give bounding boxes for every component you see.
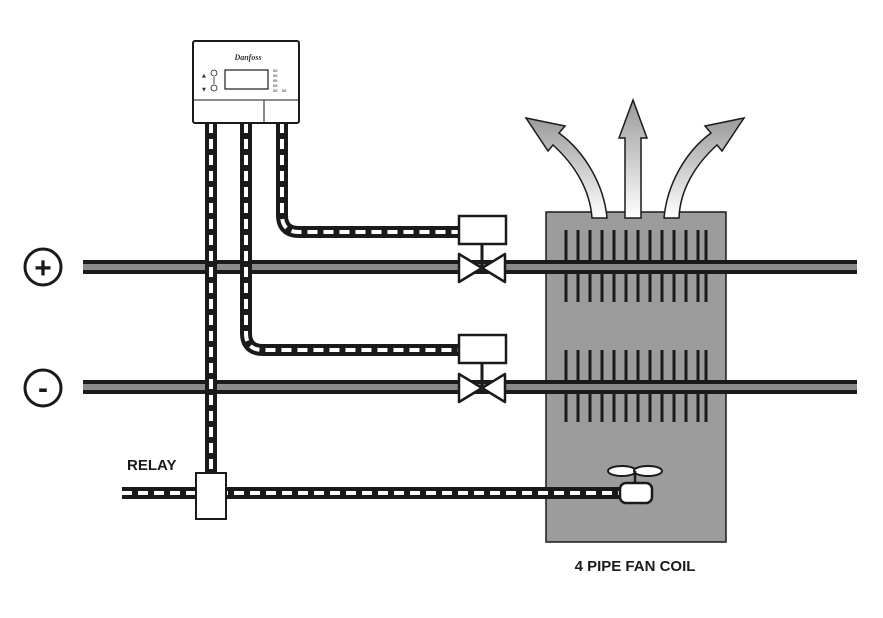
minus-symbol: -: [38, 372, 48, 405]
panel-mark-3: 88: [273, 79, 277, 83]
wire-to-hot-valve: [276, 123, 458, 238]
panel-mark-5: 88: [273, 89, 277, 93]
minus-circle-icon: -: [23, 368, 63, 408]
panel-mark-6: 88: [282, 89, 286, 93]
airflow-arrow-center: [617, 97, 649, 219]
two-way-valve-icon: [457, 214, 508, 284]
relay-label: RELAY: [127, 457, 176, 474]
two-way-valve-icon: [457, 333, 508, 404]
relay-box: [195, 472, 227, 520]
thermostat-down-button: [210, 84, 218, 92]
thermostat-down-arrow: ▼: [202, 87, 206, 93]
plus-symbol: +: [34, 252, 52, 285]
fan-icon: [607, 465, 663, 505]
airflow-arrow-left: [524, 116, 608, 219]
thermostat-up-arrow: ▲: [202, 73, 206, 79]
fan-coil-label: 4 PIPE FAN COIL: [575, 558, 696, 575]
thermostat-up-button: [210, 69, 218, 77]
thermostat-brand-logo: Danfoss: [233, 53, 261, 62]
panel-mark-4: 88: [273, 84, 277, 88]
chilled-valve-body: [457, 372, 507, 404]
panel-mark-1: 88: [273, 69, 277, 73]
thermostat: Danfoss ▲ ▼ 88 88 88 88 88 88: [192, 40, 300, 124]
thermostat-display: [224, 69, 269, 90]
chilled-valve-actuator: [457, 333, 508, 365]
panel-mark-2: 88: [273, 74, 277, 78]
airflow-arrows: [524, 97, 746, 219]
hot-valve-actuator: [457, 214, 508, 246]
plus-circle-icon: +: [23, 247, 63, 287]
airflow-arrow-right: [663, 116, 746, 219]
hot-valve-body: [457, 252, 507, 284]
